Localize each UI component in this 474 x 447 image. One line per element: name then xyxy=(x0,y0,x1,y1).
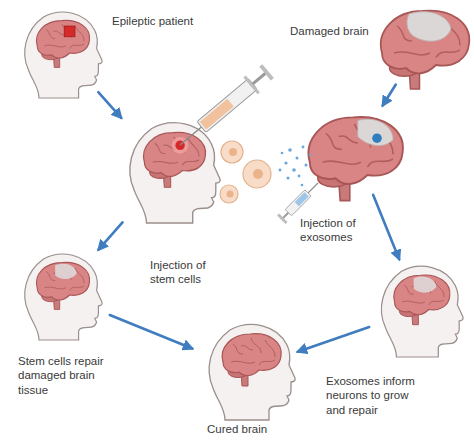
stem-cell xyxy=(220,185,238,203)
patient-head xyxy=(130,123,220,223)
stem-cell xyxy=(221,141,243,163)
repaired-area xyxy=(414,277,437,293)
stage-label: Cured brain xyxy=(207,422,267,436)
stem-cell xyxy=(243,160,271,188)
flow-arrow xyxy=(99,222,123,249)
needle xyxy=(180,127,201,145)
plunger-handle xyxy=(259,64,274,80)
syringe-fluid xyxy=(200,99,234,130)
stage-node: Cured brain xyxy=(195,322,295,418)
head xyxy=(130,123,220,223)
flow-arrow xyxy=(98,92,121,118)
stage-node: Injection of exosomes xyxy=(300,108,410,192)
head xyxy=(381,266,463,357)
seizure-focus xyxy=(64,26,75,37)
syringe xyxy=(173,63,275,154)
plunger xyxy=(283,213,289,219)
barrel xyxy=(197,79,257,133)
brain xyxy=(381,11,469,89)
exosomes xyxy=(279,146,312,187)
nucleus xyxy=(227,191,234,198)
damaged-area xyxy=(358,119,393,145)
damaged-area xyxy=(407,12,451,41)
exosome xyxy=(288,148,292,152)
nucleus xyxy=(229,148,237,156)
head xyxy=(209,325,295,420)
stage-node: Stem cells repair damaged brain tissue xyxy=(12,252,107,337)
plunger xyxy=(253,73,266,84)
head xyxy=(25,254,102,340)
patient-head xyxy=(381,266,463,357)
exosome xyxy=(284,161,287,164)
stage-label: Injection of stem cells xyxy=(150,258,230,287)
stage-node: Exosomes inform neurons to grow and repa… xyxy=(372,262,467,357)
stage-node: Epileptic patient xyxy=(12,8,107,90)
stage-label: Epileptic patient xyxy=(112,14,193,28)
stage-label: Damaged brain xyxy=(290,24,369,38)
stage-node: Damaged brain xyxy=(372,6,470,82)
brain-injection xyxy=(309,117,403,201)
exosome xyxy=(281,152,284,155)
repaired-area xyxy=(55,264,77,279)
damaged-brain xyxy=(381,11,469,89)
head xyxy=(25,12,102,98)
plunger-handle xyxy=(277,213,288,224)
stage-label: Stem cells repair damaged brain tissue xyxy=(18,354,123,397)
exosome xyxy=(309,154,312,157)
exosome xyxy=(302,146,305,149)
stage-label: Injection of exosomes xyxy=(300,216,380,245)
flow-arrow xyxy=(298,327,369,352)
patient-head xyxy=(209,325,295,420)
exosome xyxy=(301,184,304,187)
barrel xyxy=(285,190,311,216)
syringe-fluid xyxy=(295,192,309,206)
exosome xyxy=(305,164,308,167)
flow-arrow xyxy=(110,315,192,349)
exosome-site xyxy=(372,133,382,143)
stage-node: Injection of stem cells xyxy=(118,120,218,220)
nucleus xyxy=(253,169,263,179)
flow-arrow xyxy=(383,85,396,106)
exosome xyxy=(279,169,282,172)
exosome xyxy=(292,168,296,172)
exosome xyxy=(296,157,299,160)
flow-arrow xyxy=(373,195,399,259)
exosome xyxy=(298,175,301,178)
stem-cells xyxy=(220,141,271,203)
patient-head xyxy=(25,254,102,340)
patient-head xyxy=(25,12,102,98)
brain xyxy=(309,117,403,201)
needle xyxy=(308,183,318,193)
stage-label: Exosomes inform neurons to grow and repa… xyxy=(326,374,426,417)
exosome xyxy=(287,177,290,180)
